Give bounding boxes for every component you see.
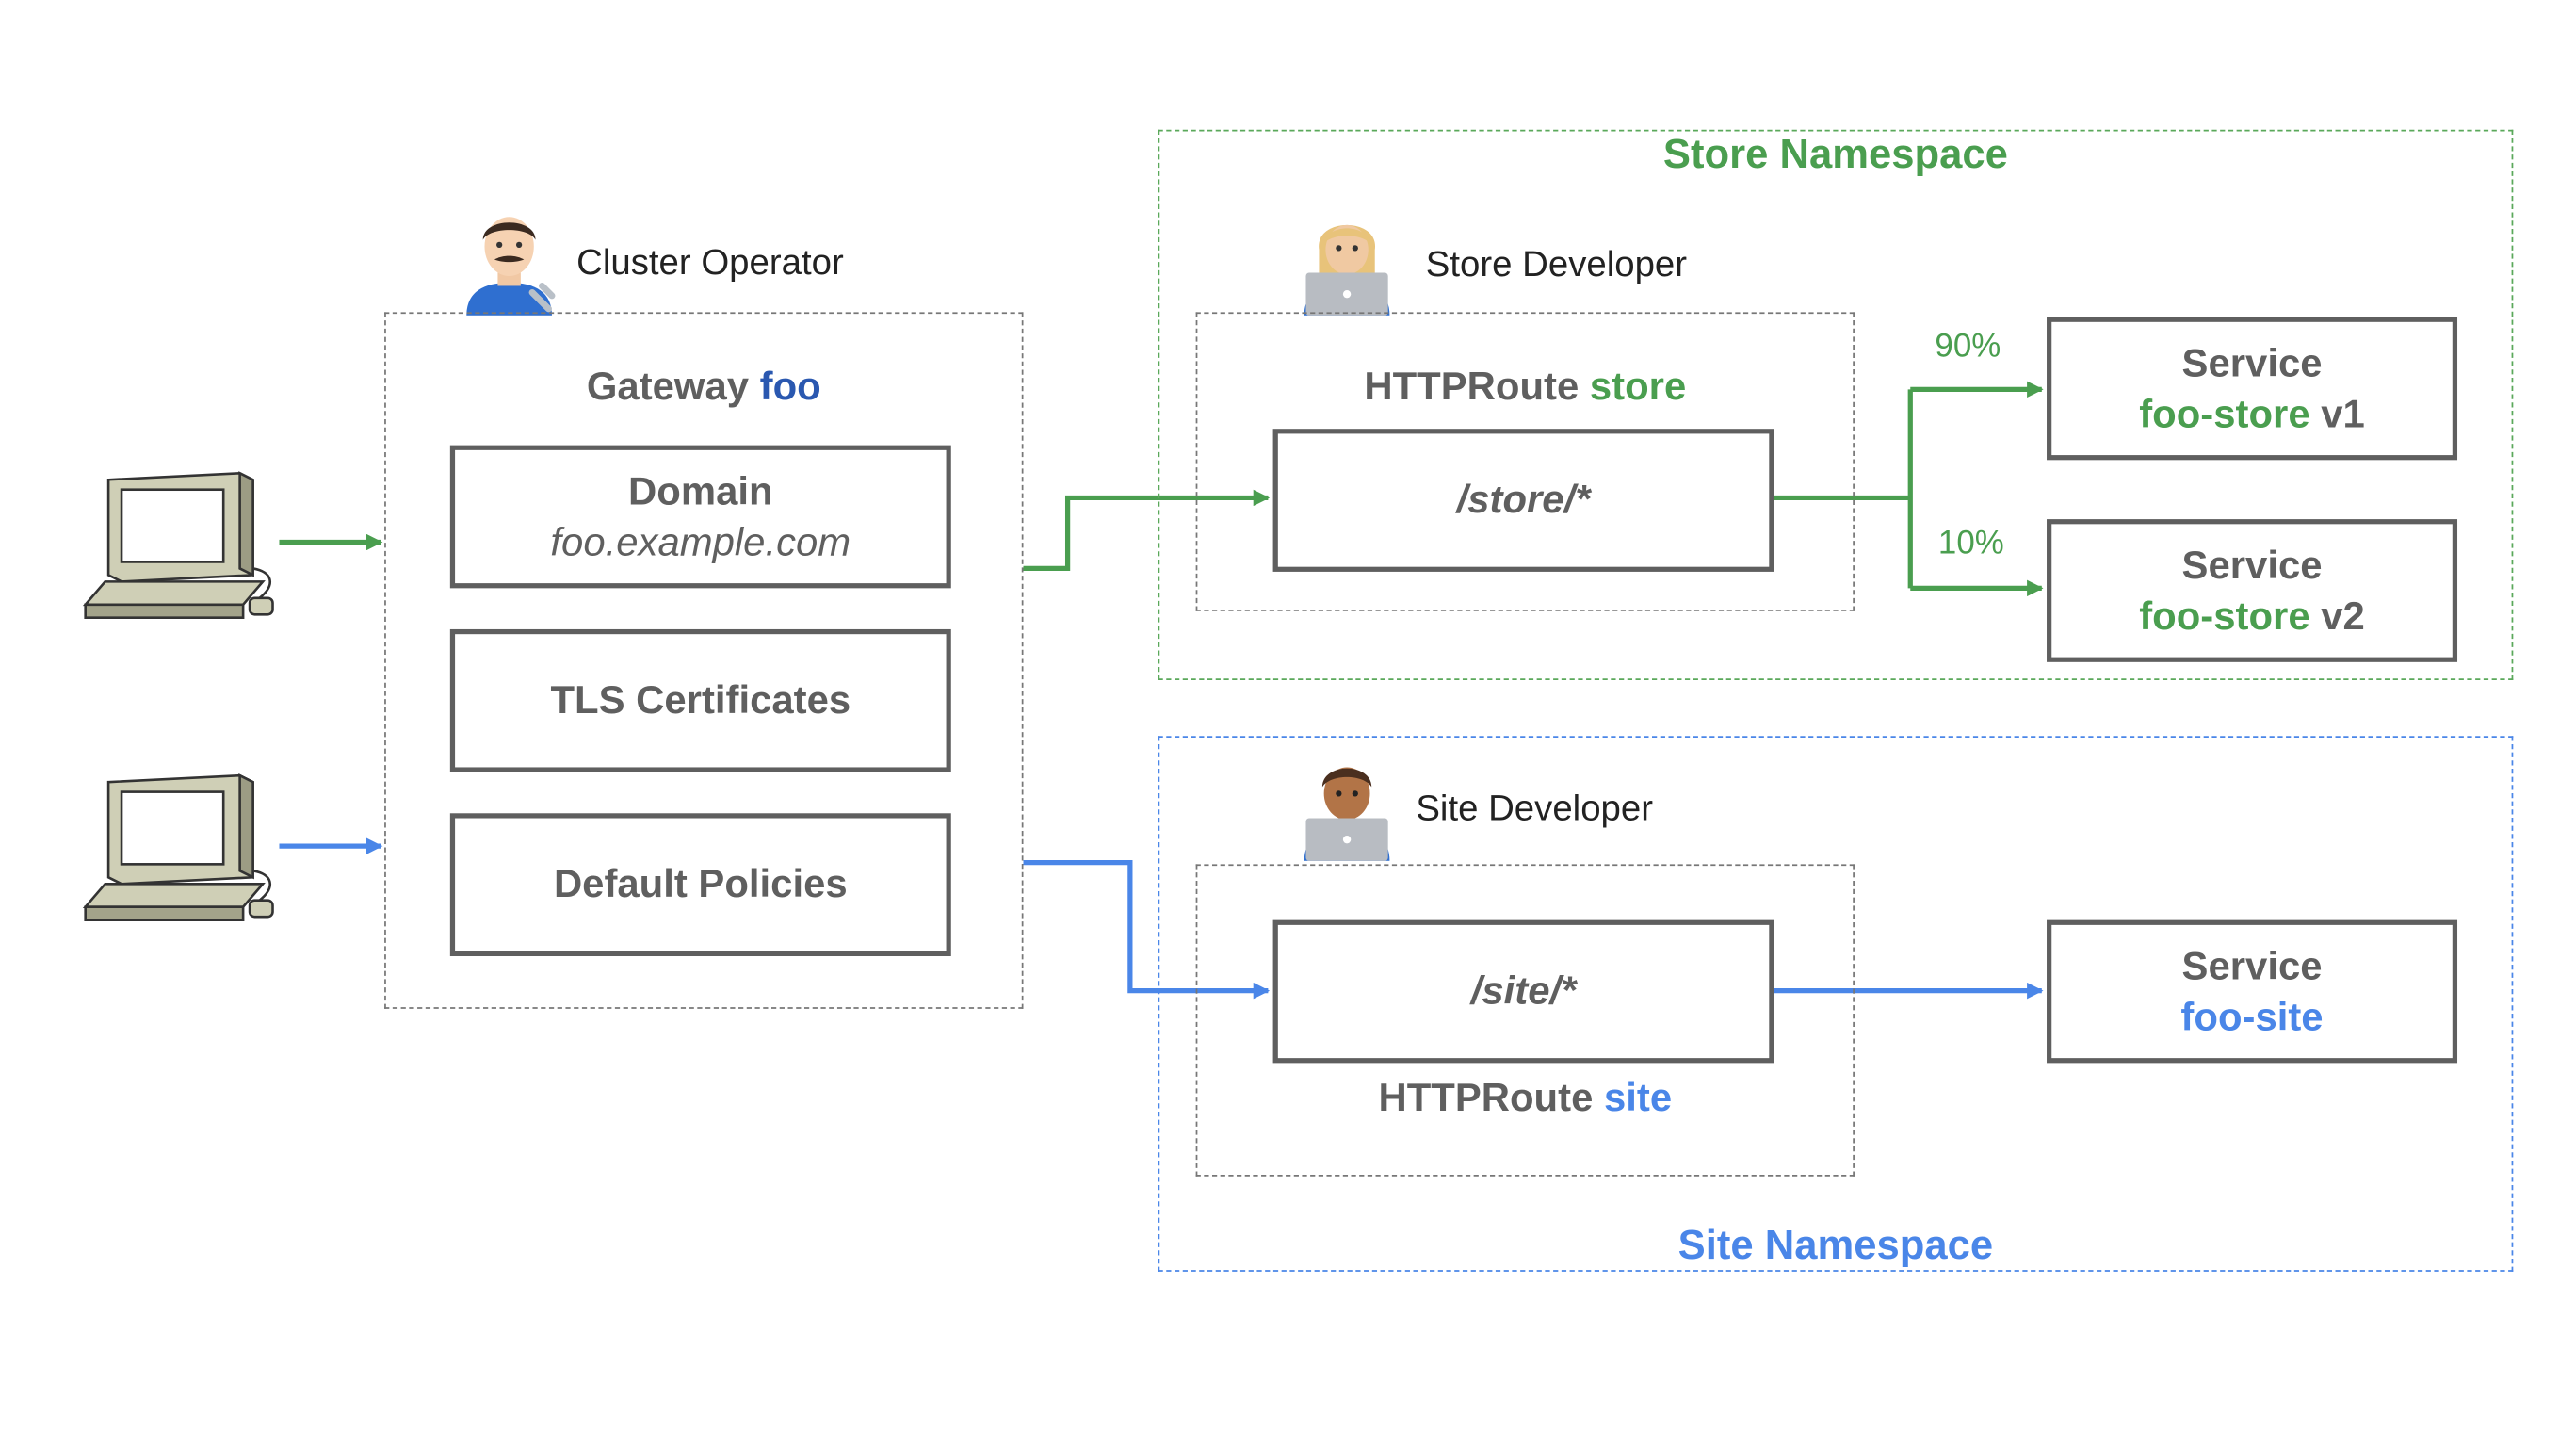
gateway-tls-box: TLS Certificates [449, 628, 951, 772]
site-route-path: /site/* [1470, 968, 1577, 1015]
gateway-tls-label: TLS Certificates [550, 678, 851, 724]
site-route-prefix: HTTPRoute [1378, 1076, 1594, 1121]
gateway-title: Gateway foo [384, 365, 1023, 411]
service-store-v1-version: v1 [2321, 391, 2365, 437]
site-route-boundary [1195, 864, 1855, 1177]
service-store-v2-prefix: Service [2181, 543, 2323, 588]
service-foo-store-v1: Service foo-store v1 [2047, 317, 2458, 461]
store-route-path: /store/* [1456, 478, 1591, 523]
service-site-name: foo-site [2180, 994, 2324, 1040]
service-store-v1-prefix: Service [2181, 340, 2323, 385]
cluster-operator-avatar-icon [466, 217, 556, 316]
service-store-v2-version: v2 [2321, 594, 2365, 639]
store-route-trunk-line [1772, 389, 1913, 589]
gateway-domain-box: Domain foo.example.com [449, 445, 951, 589]
site-developer-label: Site Developer [1416, 787, 1654, 828]
site-route-title: HTTPRoute site [1196, 1076, 1855, 1122]
client-computer-icon-bottom [82, 773, 274, 921]
store-developer-avatar-icon [1304, 224, 1390, 316]
store-route-title: HTTPRoute store [1196, 365, 1855, 411]
v2-traffic-weight: 10% [1937, 526, 2004, 562]
cluster-operator-label: Cluster Operator [576, 241, 844, 283]
site-route-rule-box: /site/* [1272, 919, 1774, 1064]
gateway-domain-title: Domain [628, 468, 773, 513]
store-route-rule-box: /store/* [1272, 429, 1774, 572]
gateway-to-store-route-arrow [1023, 489, 1271, 572]
store-namespace-boundary [1158, 129, 2514, 681]
service-store-v1-name: foo-store [2139, 391, 2310, 437]
gateway-domain-value: foo.example.com [550, 519, 851, 565]
service-store-v2-name: foo-store [2139, 594, 2310, 639]
store-route-boundary [1195, 312, 1855, 611]
gateway-name: foo [759, 365, 821, 410]
store-route-prefix: HTTPRoute [1364, 365, 1580, 410]
gateway-policies-label: Default Policies [553, 862, 848, 907]
service-foo-site: Service foo-site [2047, 919, 2458, 1064]
site-namespace-title: Site Namespace [1677, 1222, 1994, 1269]
gateway-to-site-route-arrow [1023, 859, 1271, 1000]
v1-traffic-weight: 90% [1935, 328, 2001, 366]
client-computer-icon-top [82, 471, 274, 620]
service-site-prefix: Service [2181, 943, 2323, 989]
gateway-prefix: Gateway [586, 365, 750, 410]
store-namespace-title: Store Namespace [1662, 131, 2008, 178]
store-route-name: store [1589, 365, 1687, 410]
service-foo-store-v2: Service foo-store v2 [2047, 519, 2458, 662]
gateway-policies-box: Default Policies [449, 813, 951, 957]
gateway-boundary [384, 312, 1024, 1009]
site-developer-avatar-icon [1304, 767, 1390, 861]
store-developer-label: Store Developer [1425, 243, 1688, 285]
site-route-name: site [1603, 1076, 1673, 1121]
site-namespace-boundary [1158, 736, 2514, 1272]
